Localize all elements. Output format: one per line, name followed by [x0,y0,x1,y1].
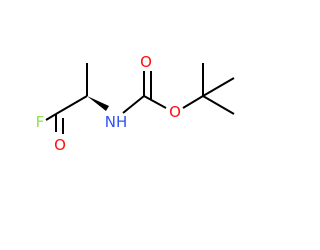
bond-n-ccarb [122,95,145,114]
molecule-diagram: F O NH O O [36,53,235,154]
bond-calpha-n-wedge [87,96,109,111]
atom-carbonyl-oxygen-acyl: O [54,136,66,154]
bond-ctert-methyl-right [202,77,235,97]
atom-carbonyl-oxygen-carbamate: O [140,53,152,71]
bond-ctert-methyl-down [202,95,235,115]
bond-layer [45,63,235,134]
molecule-structure: F O NH O O [36,53,235,154]
bond-c-calpha [55,95,88,115]
bond-ccarb-oester [143,95,167,109]
atom-label-layer: F O NH O O [36,53,181,154]
atom-fluorine: F [36,113,45,131]
atom-ester-oxygen: O [169,103,181,121]
atom-nitrogen: NH [105,113,128,131]
bond-c-f [45,113,57,121]
bond-oester-ctert [182,95,204,109]
